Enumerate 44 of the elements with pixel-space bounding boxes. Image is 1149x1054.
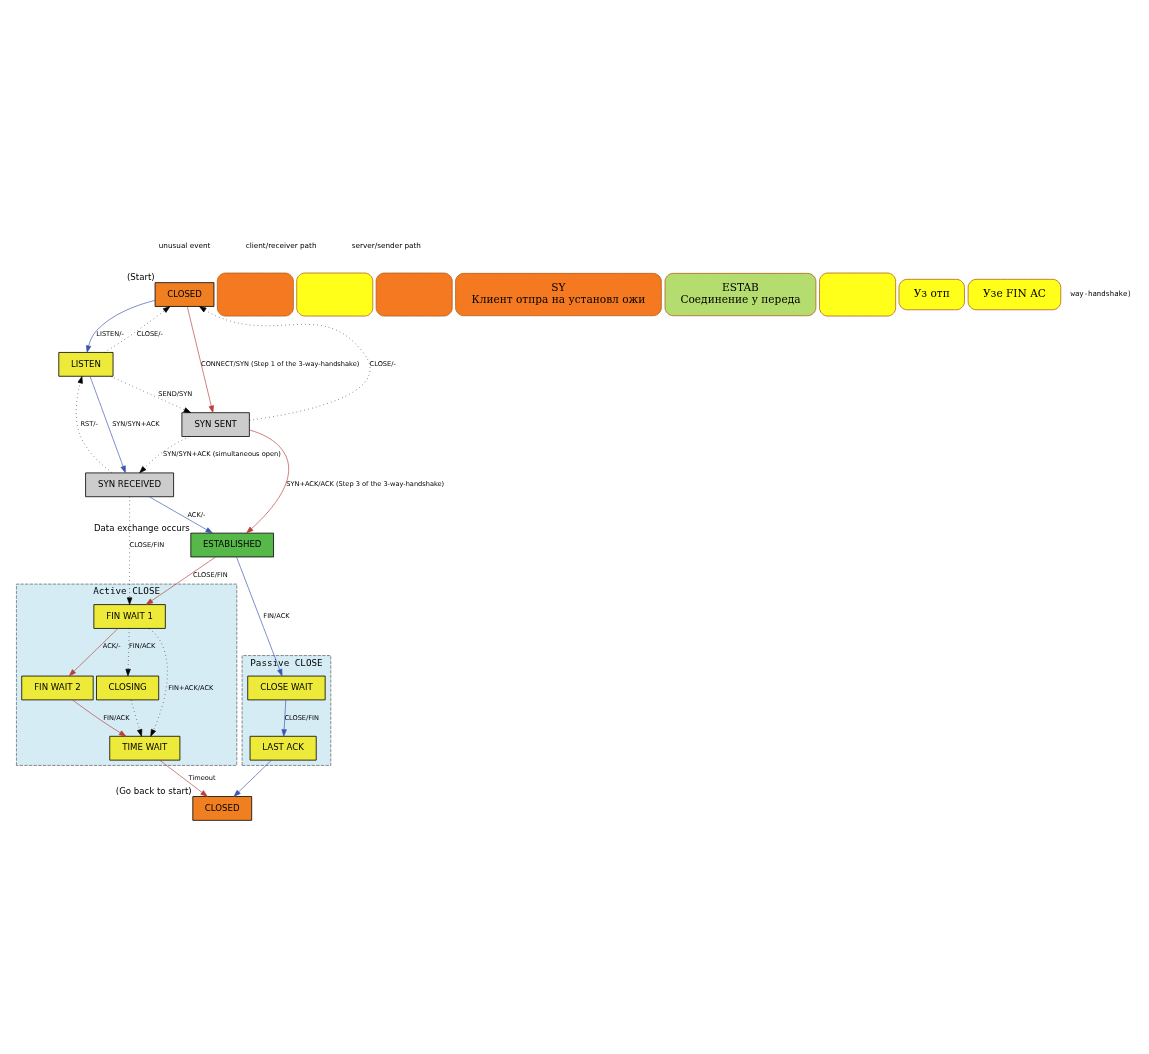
node-box: FIN WAIT 1 [93, 603, 166, 629]
arrow [110, 375, 192, 413]
node-box [375, 272, 453, 316]
arrow [104, 305, 171, 353]
node-box: LAST ACK [249, 735, 317, 761]
arrow [149, 496, 213, 533]
arrow [130, 699, 143, 737]
node-box: CLOSED [192, 795, 253, 821]
node-box: SYN SENT [181, 411, 250, 437]
node-box: SYN RECEIVED [85, 472, 174, 497]
arrow [139, 435, 190, 473]
node-box [819, 272, 897, 316]
node-label: (Go back to start) [115, 785, 192, 796]
node-box: LISTEN [58, 351, 114, 377]
arrow [126, 496, 133, 605]
node-box [216, 272, 294, 316]
node-box: CLOSED [154, 281, 215, 307]
node-box: SY Клиент отпра на установл ожи [455, 272, 662, 316]
arrow [186, 305, 214, 413]
arrow [75, 375, 113, 473]
arrow [89, 375, 126, 473]
node-box: FIN WAIT 2 [21, 675, 94, 700]
node-label: (Start) [126, 271, 155, 282]
node-box: CLOSE WAIT [247, 675, 326, 700]
arrow [199, 305, 371, 421]
node-box [296, 272, 374, 316]
arrow [86, 299, 156, 353]
node-box: CLOSING [96, 675, 160, 700]
node-box: TIME WAIT [109, 735, 181, 761]
arrow [246, 429, 289, 533]
arrow [159, 759, 208, 797]
node-label: Data exchange occurs [93, 522, 190, 533]
arrow [72, 699, 127, 737]
arrow [68, 627, 119, 676]
arrow [145, 556, 217, 605]
arrow [148, 627, 168, 737]
node-box: Уз отп [898, 278, 965, 310]
arrow [125, 627, 131, 676]
node-box: ESTAB Соединение у переда [664, 272, 817, 316]
arrow [233, 759, 272, 797]
arrow [236, 556, 283, 676]
node-box: ESTABLISHED [190, 532, 274, 557]
node-box: Узе FIN AC [967, 278, 1062, 310]
arrow [281, 699, 287, 737]
